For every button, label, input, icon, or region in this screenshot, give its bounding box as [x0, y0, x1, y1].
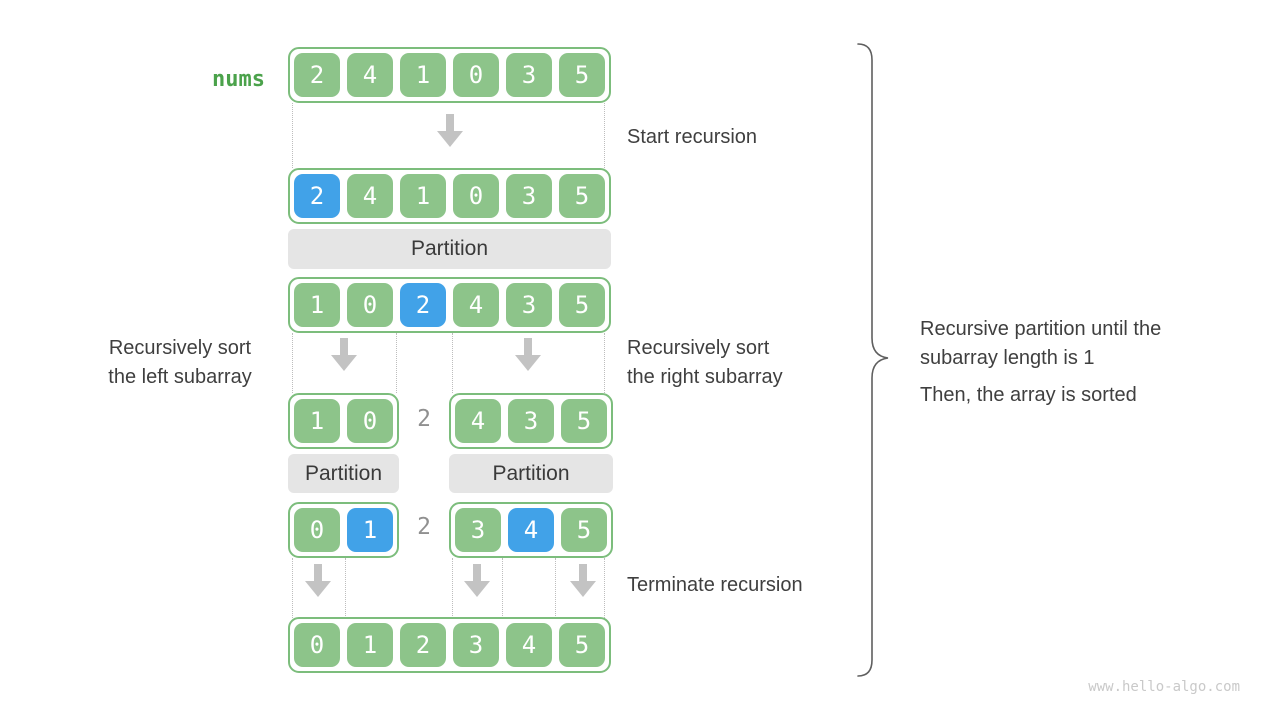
array-cell: 4: [508, 508, 554, 552]
guide-line: [502, 558, 503, 618]
guide-line: [604, 103, 605, 168]
array-cell: 1: [347, 508, 393, 552]
guide-line: [452, 558, 453, 618]
down-arrow-icon: [570, 564, 596, 597]
array-cell: 2: [294, 53, 340, 97]
guide-line: [345, 558, 346, 618]
array-cell: 4: [455, 399, 501, 443]
array-cell: 3: [455, 508, 501, 552]
down-arrow-icon: [331, 338, 357, 371]
brace-annotation-line2: Then, the array is sorted: [920, 384, 1137, 406]
array-cell: 3: [506, 53, 552, 97]
guide-line: [292, 103, 293, 168]
pivot-separator: 2: [417, 406, 431, 432]
array-cell: 4: [506, 623, 552, 667]
array-cell: 3: [453, 623, 499, 667]
array-cell: 0: [347, 399, 393, 443]
guide-line: [452, 333, 453, 393]
down-arrow-icon: [464, 564, 490, 597]
nums-label: nums: [212, 67, 265, 92]
partition-bar: Partition: [288, 229, 611, 269]
guide-line: [555, 558, 556, 618]
array-cell: 5: [561, 399, 607, 443]
curly-brace-icon: [857, 43, 889, 677]
right-subarray-label-line2: the right subarray: [627, 366, 783, 388]
array-cell: 0: [347, 283, 393, 327]
watermark: www.hello-algo.com: [1088, 679, 1240, 695]
brace-annotation-line1: Recursive partition until the subarray l…: [920, 318, 1162, 369]
down-arrow-icon: [515, 338, 541, 371]
start-recursion-label: Start recursion: [627, 126, 758, 148]
array-cell: 5: [559, 283, 605, 327]
array-cell: 4: [453, 283, 499, 327]
array-cell: 2: [294, 174, 340, 218]
array-cell: 5: [559, 174, 605, 218]
array-cell: 1: [400, 53, 446, 97]
array-cell: 3: [508, 399, 554, 443]
left-subarray-label-line1: Recursively sort: [108, 337, 252, 359]
left-subarray-label: Recursively sort the left subarray: [75, 334, 285, 392]
array-cell: 1: [294, 399, 340, 443]
array-cell: 1: [294, 283, 340, 327]
guide-line: [396, 333, 397, 393]
down-arrow-icon: [305, 564, 331, 597]
array-cell: 5: [561, 508, 607, 552]
array-cell: 3: [506, 283, 552, 327]
array-cell: 2: [400, 283, 446, 327]
guide-line: [292, 558, 293, 618]
partition-bar-right: Partition: [449, 454, 613, 493]
guide-line: [604, 558, 605, 618]
array-cell: 3: [506, 174, 552, 218]
brace-annotation: Recursive partition until the subarray l…: [920, 315, 1230, 410]
pivot-separator: 2: [417, 514, 431, 540]
terminate-recursion-label: Terminate recursion: [627, 574, 803, 596]
array-cell: 5: [559, 53, 605, 97]
guide-line: [604, 333, 605, 393]
array-cell: 5: [559, 623, 605, 667]
array-cell: 1: [400, 174, 446, 218]
array-cell: 4: [347, 174, 393, 218]
array-cell: 0: [453, 53, 499, 97]
right-subarray-label-line1: Recursively sort: [627, 337, 770, 359]
right-subarray-label: Recursively sort the right subarray: [627, 334, 783, 392]
partition-bar-left: Partition: [288, 454, 399, 493]
array-cell: 1: [347, 623, 393, 667]
down-arrow-icon: [437, 114, 463, 147]
guide-line: [292, 333, 293, 393]
array-cell: 0: [294, 623, 340, 667]
array-cell: 2: [400, 623, 446, 667]
array-cell: 0: [453, 174, 499, 218]
array-cell: 0: [294, 508, 340, 552]
left-subarray-label-line2: the left subarray: [108, 366, 252, 388]
array-cell: 4: [347, 53, 393, 97]
